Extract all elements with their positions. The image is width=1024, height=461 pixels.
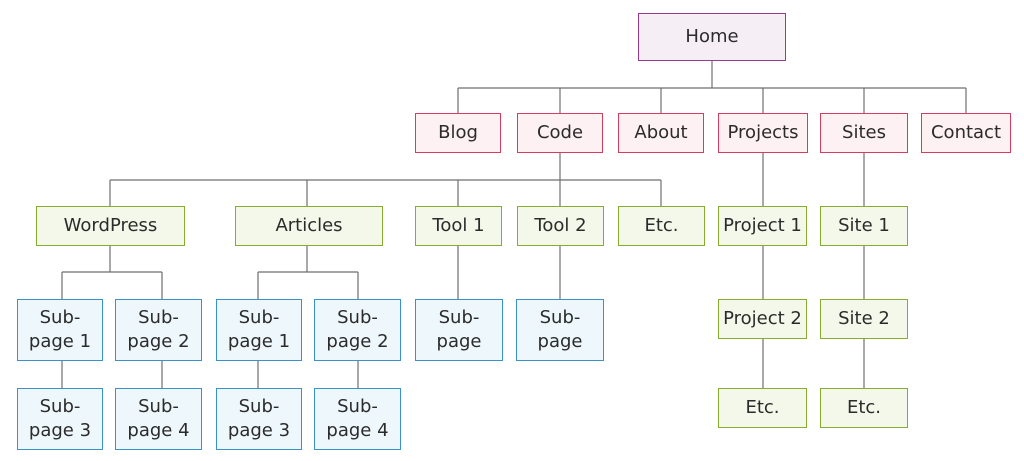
node-projects-etc[interactable]: Etc. <box>718 388 807 428</box>
node-wordpress-subpage-3[interactable]: Sub- page 3 <box>17 388 103 450</box>
node-sites[interactable]: Sites <box>820 113 908 153</box>
node-site-1[interactable]: Site 1 <box>820 206 908 246</box>
node-project-2[interactable]: Project 2 <box>718 299 807 339</box>
node-projects[interactable]: Projects <box>718 113 808 153</box>
node-articles-subpage-2[interactable]: Sub- page 2 <box>314 299 401 361</box>
node-wordpress-subpage-1[interactable]: Sub- page 1 <box>17 299 103 361</box>
node-code-etc[interactable]: Etc. <box>618 206 705 246</box>
node-articles[interactable]: Articles <box>235 206 383 246</box>
node-tool-2-subpage[interactable]: Sub- page <box>516 299 604 361</box>
node-articles-subpage-4[interactable]: Sub- page 4 <box>314 388 401 450</box>
node-blog[interactable]: Blog <box>415 113 501 153</box>
node-tool-1[interactable]: Tool 1 <box>415 206 502 246</box>
node-project-1[interactable]: Project 1 <box>718 206 807 246</box>
node-tool-1-subpage[interactable]: Sub- page <box>415 299 503 361</box>
node-wordpress[interactable]: WordPress <box>36 206 185 246</box>
node-site-2[interactable]: Site 2 <box>820 299 908 339</box>
node-sites-etc[interactable]: Etc. <box>820 388 908 428</box>
node-contact[interactable]: Contact <box>921 113 1011 153</box>
node-wordpress-subpage-4[interactable]: Sub- page 4 <box>115 388 202 450</box>
node-home[interactable]: Home <box>638 13 786 61</box>
node-wordpress-subpage-2[interactable]: Sub- page 2 <box>115 299 202 361</box>
node-articles-subpage-1[interactable]: Sub- page 1 <box>216 299 302 361</box>
node-articles-subpage-3[interactable]: Sub- page 3 <box>216 388 302 450</box>
node-about[interactable]: About <box>618 113 704 153</box>
node-tool-2[interactable]: Tool 2 <box>517 206 604 246</box>
node-code[interactable]: Code <box>517 113 603 153</box>
